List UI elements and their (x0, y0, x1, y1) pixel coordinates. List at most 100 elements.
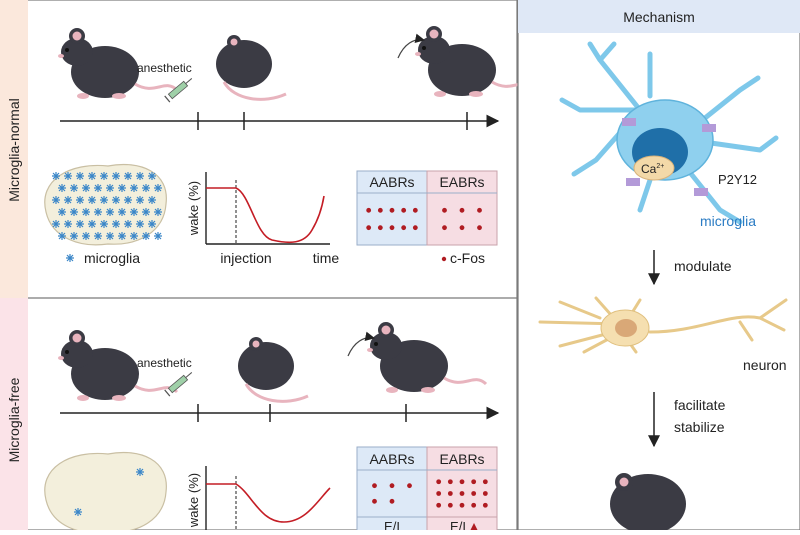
cfos-dot (389, 483, 395, 489)
snowflake-icon (135, 219, 145, 229)
wake-curve-free (206, 483, 331, 523)
cfos-dot (477, 207, 482, 213)
snowflake-icon (81, 231, 91, 241)
snowflake-icon (51, 219, 61, 229)
receptor-label: P2Y12 (718, 172, 757, 187)
snowflake-icon (147, 171, 157, 181)
cfos-dot (389, 498, 395, 504)
arrow1-label: modulate (674, 258, 732, 274)
snowflake-icon (117, 183, 127, 193)
plot-free: wake (%) (186, 466, 331, 530)
neuron-label: neuron (743, 357, 787, 373)
snowflake-icon (105, 231, 115, 241)
cfos-dot (401, 225, 407, 231)
snowflake-icon (93, 231, 103, 241)
neuron (538, 296, 788, 354)
snowflake-icon (141, 207, 151, 217)
snowflake-icon (129, 231, 139, 241)
snowflake-icon (105, 183, 115, 193)
cfos-dot (447, 479, 453, 485)
snowflake-icon (87, 219, 97, 229)
anesthetic-label-normal: anesthetic (137, 61, 192, 75)
snowflake-icon (99, 195, 109, 205)
cfos-dot (389, 207, 395, 213)
arrow2-label-line1: facilitate (674, 397, 726, 413)
snowflake-icon (51, 195, 61, 205)
cfos-dot (442, 225, 447, 231)
snowflake-icon (65, 253, 75, 263)
snowflake-icon (87, 171, 97, 181)
snowflake-icon (81, 207, 91, 217)
snowflake-icon (129, 183, 139, 193)
cfos-dot (372, 483, 377, 489)
snowflake-icon (93, 183, 103, 193)
cfos-dot (482, 491, 488, 496)
cfos-dot (442, 207, 447, 213)
snowflake-icon (63, 171, 73, 181)
snowflake-icon (123, 195, 133, 205)
snowflake-icon (75, 195, 85, 205)
syringe-icon (164, 372, 193, 397)
snowflake-icon (111, 171, 121, 181)
plot-normal-ylabel: wake (%) (186, 181, 201, 236)
snowflake-icon (63, 195, 73, 205)
snowflake-icon (75, 219, 85, 229)
plot-normal-xlabel-time: time (313, 250, 340, 266)
snowflake-icon (141, 231, 151, 241)
cfos-dot (482, 502, 488, 508)
snowflake-icon (73, 507, 83, 517)
snowflake-icon (57, 231, 67, 241)
snowflake-icon (111, 195, 121, 205)
snowflake-icon (141, 183, 151, 193)
microglia-label: microglia (700, 213, 756, 229)
snowflake-icon (51, 171, 61, 181)
snowflake-icon (69, 183, 79, 193)
snowflake-icon (135, 467, 145, 477)
side-strip-normal (0, 0, 28, 298)
wake-arrow-icon (397, 33, 425, 59)
snowflake-icon (117, 207, 127, 217)
side-label-normal: Microglia-normal (6, 98, 22, 201)
legend-microglia: microglia (84, 250, 140, 266)
snowflake-icon (153, 231, 163, 241)
cfos-dot (447, 491, 453, 496)
brain-free (44, 451, 167, 534)
cfos-dot (372, 498, 377, 504)
snowflake-icon (93, 207, 103, 217)
wake-curve-normal (206, 187, 325, 244)
cfos-dot (459, 491, 465, 496)
cfos-dot (407, 483, 412, 489)
cfos-dot (447, 502, 453, 508)
table-normal-col1: AABRs (369, 174, 414, 190)
plot-normal-xlabel-injection: injection (220, 250, 271, 266)
cfos-dot (459, 207, 465, 213)
snowflake-icon (57, 207, 67, 217)
cfos-dot (436, 491, 442, 496)
plot-normal: wake (%) injection time (186, 172, 339, 266)
cfos-dot (471, 491, 477, 496)
snowflake-icon (69, 231, 79, 241)
cfos-dot (366, 207, 372, 213)
mouse-icon (610, 473, 686, 534)
snowflake-icon (153, 207, 163, 217)
snowflake-icon (129, 207, 139, 217)
anesthetic-label-free: anesthetic (137, 356, 192, 370)
cfos-dot (459, 479, 465, 485)
cfos-dot (436, 502, 442, 508)
snowflake-icon (63, 219, 73, 229)
snowflake-icon (69, 207, 79, 217)
table-free-row2-col2: E/I (450, 519, 466, 530)
cfos-dot (482, 479, 488, 485)
snowflake-icon (123, 171, 133, 181)
table-free-row2-col1: E/I (384, 519, 400, 530)
syringe-icon (164, 78, 193, 103)
cfos-dot (459, 502, 465, 508)
table-free-col1: AABRs (369, 451, 414, 467)
snowflake-icon (135, 171, 145, 181)
cfos-dot (459, 225, 465, 231)
snowflake-icon (87, 195, 97, 205)
cfos-dot (477, 225, 482, 231)
mechanism-header (518, 0, 800, 33)
brain-normal (44, 163, 167, 246)
table-normal: AABRs EABRs (356, 170, 498, 246)
